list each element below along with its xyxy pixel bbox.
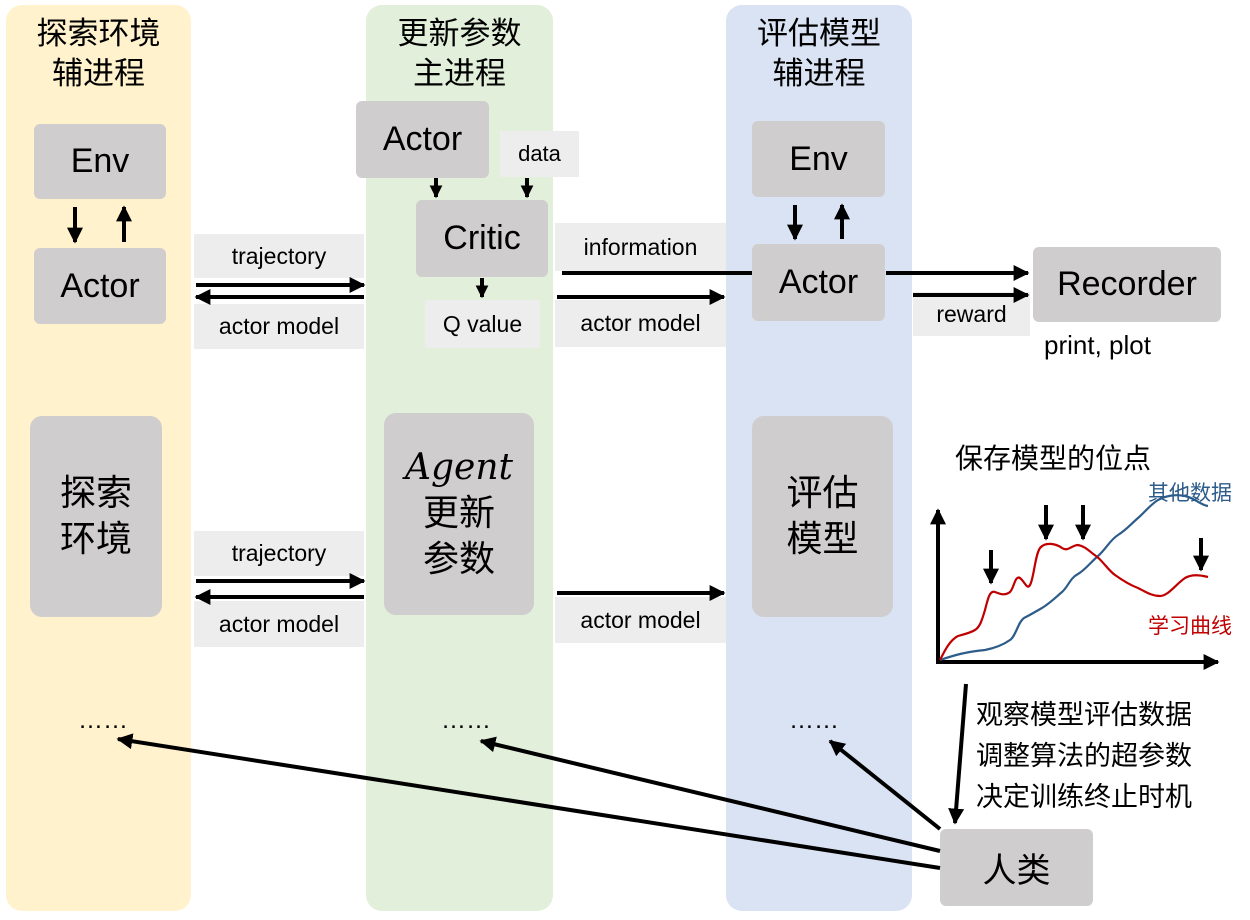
update-actor-box: Actor — [356, 101, 489, 178]
trajectory-label-top: trajectory — [194, 234, 364, 278]
evaluate-big-line1: 评估 — [786, 472, 859, 514]
human-to-explore-arrow — [116, 733, 941, 870]
explore-env-box: Env — [34, 124, 166, 199]
evaluate-env-box: Env — [752, 121, 885, 197]
human-to-update-arrow — [479, 736, 941, 853]
explore-title-line1: 探索环境 — [36, 16, 161, 52]
agent-big-line2: 更新 — [422, 493, 495, 534]
actor-model-label-bottom-right: actor model — [555, 597, 726, 643]
human-note-line2: 调整算法的超参数 — [976, 741, 1192, 772]
trajectory-label-bottom: trajectory — [194, 531, 364, 576]
update-title-line2: 主进程 — [413, 56, 506, 92]
chart-panel-title: 保存模型的位点 — [955, 442, 1152, 475]
agent-big-line3: 参数 — [422, 539, 495, 580]
recorder-note: print, plot — [1044, 330, 1151, 360]
human-to-evaluate-arrow — [828, 739, 942, 831]
human-note-line1: 观察模型评估数据 — [976, 700, 1192, 731]
data-label: data — [500, 131, 579, 177]
actor-model-label-top-right: actor model — [555, 300, 726, 347]
update-ellipsis: …… — [441, 706, 491, 734]
human-note: 观察模型评估数据 调整算法的超参数 决定训练终止时机 — [976, 695, 1192, 818]
explore-actor-box: Actor — [34, 248, 166, 324]
agent-update-box: Agent 更新 参数 — [384, 413, 534, 615]
explore-big-line2: 环境 — [59, 518, 132, 560]
reward-label: reward — [913, 292, 1030, 336]
q-value-label: Q value — [425, 300, 540, 348]
other-data-curve — [939, 494, 1209, 662]
evaluate-lane-title: 评估模型 辅进程 — [726, 14, 912, 94]
explore-ellipsis: …… — [78, 706, 128, 734]
human-note-line3: 决定训练终止时机 — [976, 782, 1192, 813]
evaluate-actor-box: Actor — [752, 244, 885, 321]
agent-word: Agent — [405, 447, 513, 488]
learning-curve — [939, 542, 1209, 661]
evaluate-title-line2: 辅进程 — [772, 56, 866, 92]
evaluate-ellipsis: …… — [789, 706, 839, 734]
explore-big-line1: 探索 — [59, 472, 132, 514]
actor-model-label-top-left: actor model — [194, 304, 364, 349]
recorder-box: Recorder — [1033, 247, 1221, 322]
explore-title-line2: 辅进程 — [52, 56, 145, 92]
explore-big-box: 探索 环境 — [30, 416, 162, 617]
chart-to-human-arrow — [948, 683, 968, 825]
evaluate-big-line2: 模型 — [786, 518, 859, 560]
information-label: information — [555, 223, 726, 271]
update-lane-title: 更新参数 主进程 — [366, 14, 553, 94]
evaluate-big-box: 评估 模型 — [752, 416, 893, 617]
explore-lane-title: 探索环境 辅进程 — [6, 14, 191, 94]
critic-box: Critic — [416, 200, 548, 277]
human-box: 人类 — [940, 829, 1093, 906]
series-label-other-data: 其他数据 — [1148, 481, 1232, 505]
actor-model-label-bottom-left: actor model — [194, 601, 364, 647]
update-title-line1: 更新参数 — [397, 16, 522, 52]
evaluate-title-line1: 评估模型 — [757, 16, 881, 52]
series-label-learning-curve: 学习曲线 — [1148, 614, 1232, 638]
